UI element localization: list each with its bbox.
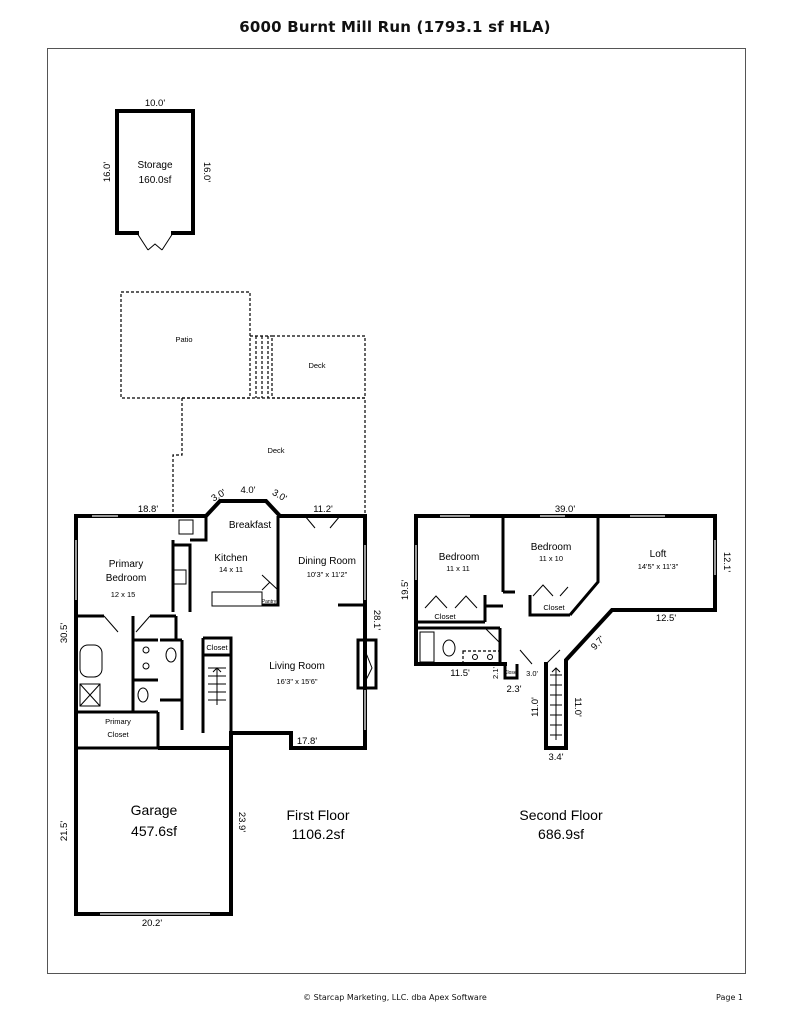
garage-dim-bottom: 20.2' (142, 918, 162, 929)
first-floor-plan: 18.8' 3.0' 4.0' 3.0' 11.2' 30.5' 28.1' 1… (59, 485, 382, 916)
storage-label: Storage (137, 160, 172, 171)
kitchen-size: 14 x 11 (219, 565, 243, 574)
bedroom-a-label: Bedroom (439, 552, 480, 563)
ff-dim-bottom: 17.8' (297, 736, 317, 747)
storage-building: 10.0' 16.0' 16.0' Storage 160.0sf (102, 98, 212, 251)
bedroom-b-label: Bedroom (531, 542, 572, 553)
storage-area: 160.0sf (139, 175, 172, 186)
deck-lower-label: Deck (267, 446, 284, 455)
garage-label: Garage (131, 802, 178, 818)
deck-upper-label: Deck (308, 361, 325, 370)
sf-dim-right: 12.1' (721, 552, 732, 572)
ff-dim-bay-mid: 4.0' (240, 485, 255, 496)
garage: 21.5' 23.9' 20.2' Garage 457.6sf (59, 802, 247, 929)
primary-bedroom-size: 12 x 15 (111, 590, 136, 599)
storage-dim-left: 16.0' (102, 162, 113, 182)
storage-dim-top: 10.0' (145, 98, 165, 109)
second-floor-area: 686.9sf (538, 826, 584, 842)
primary-closet-label-1: Primary (105, 717, 131, 726)
copyright-footer: © Starcap Marketing, LLC. dba Apex Softw… (303, 993, 487, 1002)
sf-dim-small-c: 2.3' (506, 684, 521, 695)
loft-label: Loft (650, 549, 667, 560)
sf-dim-stair-right: 11.0' (572, 697, 583, 717)
kitchen-label: Kitchen (214, 553, 247, 564)
sf-dim-stair-left: 11.0' (530, 697, 541, 717)
storage-dim-right: 16.0' (201, 162, 212, 182)
sf-dim-small-a: 2.1' (491, 667, 500, 679)
ff-dim-right: 28.1' (371, 610, 382, 630)
breakfast-label: Breakfast (229, 520, 271, 531)
sf-dim-stair-bottom: 3.4' (548, 752, 563, 763)
page-title: 6000 Burnt Mill Run (1793.1 sf HLA) (239, 18, 551, 36)
garage-dim-left: 21.5' (59, 821, 70, 841)
sf-dim-small-b: 3.0' (526, 669, 538, 678)
pantry-label: Pantry (262, 599, 277, 605)
closet-b-label: Closet (543, 603, 565, 612)
outdoor-areas: Patio Deck Deck (120, 291, 366, 516)
garage-dim-right: 23.9' (236, 812, 247, 832)
first-floor-label: First Floor (287, 807, 350, 823)
patio-label: Patio (175, 335, 192, 344)
page-number: Page 1 (716, 993, 743, 1002)
sf-dim-loft-bottom: 12.5' (656, 613, 676, 624)
second-floor-plan: 39.0' 19.5' 12.1' 12.5' 9.7' 11.5' 2.1' … (400, 504, 732, 842)
bedroom-a-size: 11 x 11 (446, 564, 470, 573)
ff-dim-top-right: 11.2' (313, 504, 333, 515)
closet-a-label: Closet (434, 612, 456, 621)
sf-dim-diag: 9.7' (589, 634, 607, 653)
sf-dim-left: 19.5' (400, 580, 411, 600)
first-floor-area: 1106.2sf (292, 826, 345, 842)
loft-size: 14'5" x 11'3" (638, 562, 679, 571)
sf-dim-bath-bottom: 11.5' (450, 668, 470, 679)
primary-bedroom-label-1: Primary (109, 559, 143, 570)
closet-small-label: Closet (504, 670, 519, 676)
primary-closet-label-2: Closet (107, 730, 129, 739)
second-floor-label: Second Floor (519, 807, 603, 823)
dining-size: 10'3" x 11'2" (307, 570, 348, 579)
ff-dim-top-left: 18.8' (138, 504, 158, 515)
ff-dim-bay-right: 3.0' (270, 487, 289, 504)
drawing-frame (47, 48, 746, 974)
sf-dim-top: 39.0' (555, 504, 575, 515)
primary-bedroom-label-2: Bedroom (106, 573, 147, 584)
ff-closet-label: Closet (206, 643, 228, 652)
bedroom-b-size: 11 x 10 (539, 554, 563, 563)
dining-label: Dining Room (298, 556, 356, 567)
living-size: 16'3" x 15'6" (276, 677, 317, 686)
garage-area: 457.6sf (131, 823, 177, 839)
living-label: Living Room (269, 661, 325, 672)
ff-dim-left: 30.5' (59, 623, 70, 643)
